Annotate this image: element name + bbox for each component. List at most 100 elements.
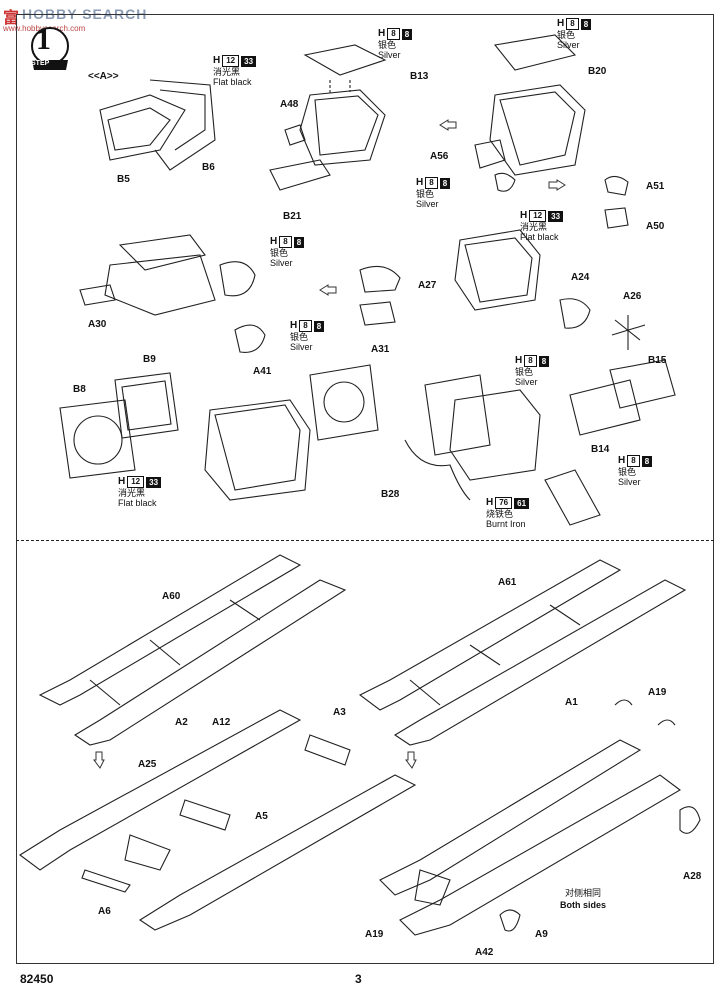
paint-name-en: Silver bbox=[416, 199, 439, 210]
part-b14-b15-drawing bbox=[569, 359, 676, 436]
paint-name-en: Flat black bbox=[213, 77, 252, 88]
part-a30-engine-drawing bbox=[79, 234, 266, 353]
paint-name-cn: 消光黑 bbox=[520, 222, 548, 232]
paint-name-en: Silver bbox=[270, 258, 293, 269]
part-label-a6: A6 bbox=[98, 906, 111, 917]
part-label-a1: A1 bbox=[565, 697, 578, 708]
paint-code-box: 8 bbox=[279, 236, 292, 248]
both-sides-en: Both sides bbox=[560, 899, 607, 910]
part-label-a60: A60 bbox=[162, 591, 181, 602]
part-label-b14: B14 bbox=[591, 444, 610, 455]
part-label-a31: A31 bbox=[371, 344, 390, 355]
paint-name-cn: 消光黑 bbox=[118, 488, 146, 498]
paint-code-box: 12 bbox=[529, 210, 547, 222]
chassis-frame-right-drawing bbox=[358, 559, 687, 746]
paint-name-en: Silver bbox=[515, 377, 538, 388]
both-sides-note: 对侧相同 Both sides bbox=[560, 888, 606, 911]
paint-name-cn: 银色 bbox=[515, 367, 534, 377]
paint-code-box: 8 bbox=[299, 320, 312, 332]
paint-name-cn: 银色 bbox=[416, 189, 435, 199]
paint-h: H bbox=[618, 455, 626, 467]
paint-code-black: 8 bbox=[641, 455, 653, 467]
part-a50-a51-drawing bbox=[604, 175, 629, 229]
part-label-b15: B15 bbox=[648, 355, 667, 366]
paint-name-en: Silver bbox=[290, 342, 313, 353]
arrow-indicators bbox=[93, 119, 566, 769]
part-label-a61: A61 bbox=[498, 577, 517, 588]
part-label-b5: B5 bbox=[117, 174, 130, 185]
part-label-a9: A9 bbox=[535, 929, 548, 940]
step-number: 1 bbox=[36, 23, 51, 56]
paint-code-box: 8 bbox=[425, 177, 438, 189]
paint-code-box: 8 bbox=[627, 455, 640, 467]
part-engine-right-drawing bbox=[474, 34, 586, 192]
part-label-a2: A2 bbox=[175, 717, 188, 728]
paint-name-en: Silver bbox=[557, 40, 580, 51]
part-label-a25: A25 bbox=[138, 759, 157, 770]
paint-name-en: Silver bbox=[378, 50, 401, 61]
part-label-a51: A51 bbox=[646, 181, 665, 192]
paint-h: H bbox=[486, 497, 494, 509]
paint-h: H bbox=[416, 177, 424, 189]
paint-code-box: 8 bbox=[566, 18, 579, 30]
paint-name-cn: 银色 bbox=[270, 248, 289, 258]
paint-code-black: 8 bbox=[538, 355, 550, 367]
paint-h: H bbox=[290, 320, 298, 332]
part-label-b6: B6 bbox=[202, 162, 215, 173]
part-engine-upper-drawing bbox=[269, 44, 387, 191]
part-label-a19-top: A19 bbox=[648, 687, 667, 698]
part-label-a12: A12 bbox=[212, 717, 231, 728]
paint-name-cn: 银色 bbox=[557, 30, 576, 40]
paint-code-box: 12 bbox=[127, 476, 145, 488]
part-engine-assembly-right-drawing bbox=[404, 374, 601, 526]
part-label-a24: A24 bbox=[571, 272, 590, 283]
part-engine-assembly-drawing bbox=[204, 364, 379, 501]
chassis-frame-lower-right-drawing bbox=[379, 699, 701, 936]
part-label-a27: A27 bbox=[418, 280, 437, 291]
step-badge-icon bbox=[31, 27, 69, 70]
section-divider bbox=[16, 540, 714, 541]
paint-code-black: 8 bbox=[580, 18, 592, 30]
paint-h: H bbox=[118, 476, 126, 488]
paint-code-black: 33 bbox=[548, 210, 564, 222]
part-label-b8: B8 bbox=[73, 384, 86, 395]
part-a24-engine-drawing bbox=[454, 229, 646, 350]
paint-code-box: 76 bbox=[495, 497, 513, 509]
paint-h: H bbox=[213, 55, 221, 67]
paint-code-black: 8 bbox=[439, 177, 451, 189]
part-label-a5: A5 bbox=[255, 811, 268, 822]
part-label-a3: A3 bbox=[333, 707, 346, 718]
paint-h: H bbox=[270, 236, 278, 248]
paint-name-cn: 银色 bbox=[290, 332, 309, 342]
page-number: 3 bbox=[355, 972, 362, 986]
part-a27-a31-drawing bbox=[359, 265, 401, 326]
paint-code-black: 8 bbox=[293, 236, 305, 248]
part-label-b28: B28 bbox=[381, 489, 400, 500]
paint-name-cn: 消光黑 bbox=[213, 67, 241, 77]
paint-h: H bbox=[515, 355, 523, 367]
both-sides-cn: 对侧相同 bbox=[565, 888, 602, 898]
paint-h: H bbox=[520, 210, 528, 222]
paint-name-cn: 烧铁色 bbox=[486, 509, 514, 519]
view-a-label: <<A>> bbox=[88, 71, 119, 82]
part-radiator-drawing bbox=[59, 372, 179, 479]
step-label: STEP bbox=[31, 60, 50, 67]
part-label-a26: A26 bbox=[623, 291, 642, 302]
paint-name-en: Flat black bbox=[520, 232, 559, 243]
part-label-b9: B9 bbox=[143, 354, 156, 365]
paint-name-cn: 银色 bbox=[618, 467, 637, 477]
paint-code-black: 61 bbox=[514, 497, 530, 509]
part-label-a30: A30 bbox=[88, 319, 107, 330]
chassis-frame-lower-left-drawing bbox=[19, 709, 417, 931]
paint-code-box: 8 bbox=[387, 28, 400, 40]
